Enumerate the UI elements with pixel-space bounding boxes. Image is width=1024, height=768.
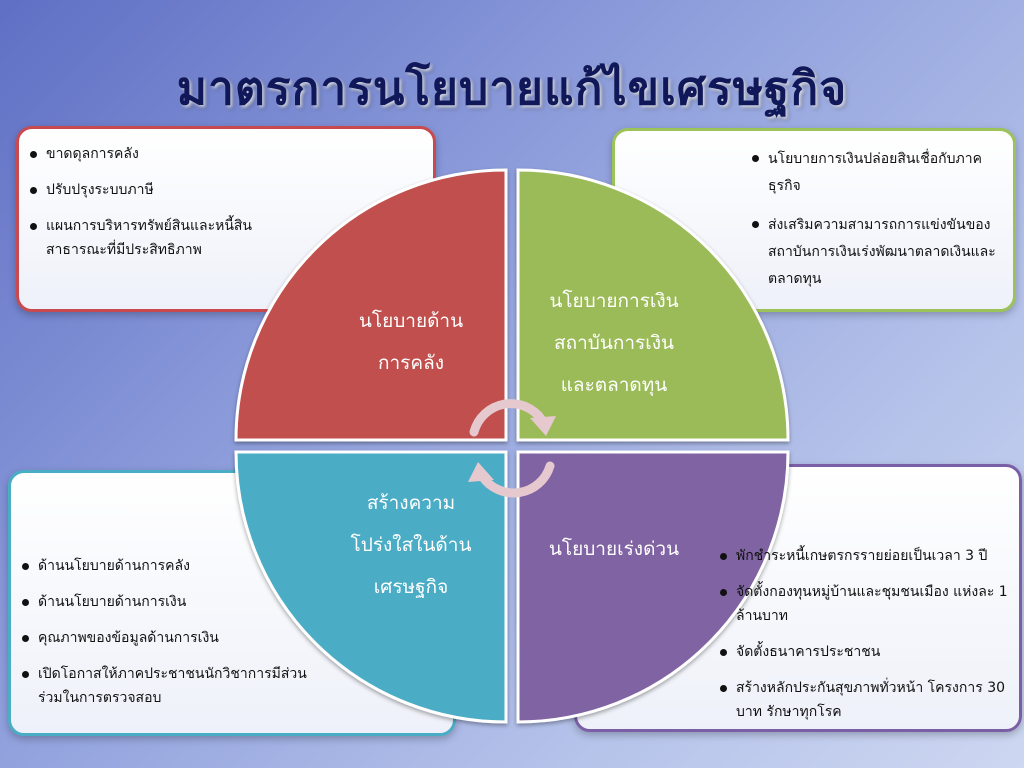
- quadrant-label-urgent: นโยบายเร่งด่วน: [548, 538, 680, 560]
- fiscal-bullet-list: ขาดดุลการคลัง ปรับปรุงระบบภาษี แผนการบริ…: [30, 142, 295, 274]
- bullet-item: ด้านนโยบายด้านการเงิน: [22, 590, 322, 614]
- bullet-item: เปิดโอกาสให้ภาคประชาชนนักวิชาการมีส่วนร่…: [22, 662, 322, 710]
- bullet-item: ขาดดุลการคลัง: [30, 142, 295, 166]
- monetary-bullet-list: นโยบายการเงินปล่อยสินเชื่อกับภาคธุรกิจ ส…: [752, 146, 1007, 305]
- bullet-item: ด้านนโยบายด้านการคลัง: [22, 554, 322, 578]
- bullet-item: แผนการบริหารทรัพย์สินและหนี้สินสาธารณะที…: [30, 214, 295, 262]
- quadrant-transparency: [234, 450, 508, 724]
- quadrant-label-monetary: นโยบายการเงิน สถาบันการเงิน และตลาดทุน: [549, 290, 679, 396]
- cycle-arrowhead-top-icon: [530, 416, 556, 436]
- bullet-item: จัดตั้งกองทุนหมู่บ้านและชุมชนเมือง แห่งล…: [720, 580, 1016, 628]
- quadrant-urgent: [516, 450, 790, 724]
- bullet-item: ส่งเสริมความสามารถการแข่งขันของสถาบันการ…: [752, 212, 1007, 293]
- slide-title: มาตรการนโยบายแก้ไขเศรษฐกิจ: [176, 61, 848, 115]
- bullet-item: นโยบายการเงินปล่อยสินเชื่อกับภาคธุรกิจ: [752, 146, 1007, 200]
- bullet-item: ปรับปรุงระบบภาษี: [30, 178, 295, 202]
- cycle-arrow-top-icon: [469, 399, 547, 437]
- quadrant-monetary: [516, 168, 790, 442]
- quadrant-label-fiscal: นโยบายด้าน การคลัง: [358, 310, 464, 374]
- quadrant-label-transparency: สร้างความ โปร่งใสในด้าน เศรษฐกิจ: [350, 492, 472, 598]
- transparency-bullet-list: ด้านนโยบายด้านการคลัง ด้านนโยบายด้านการเ…: [22, 554, 322, 722]
- urgent-bullet-list: พักชำระหนี้เกษตรกรรายย่อยเป็นเวลา 3 ปี จ…: [720, 544, 1016, 736]
- cycle-arrow-bottom-icon: [477, 461, 555, 498]
- bullet-item: จัดตั้งธนาคารประชาชน: [720, 640, 1016, 664]
- quadrant-fiscal: [234, 168, 508, 442]
- bullet-item: คุณภาพของข้อมูลด้านการเงิน: [22, 626, 322, 650]
- cycle-arrowhead-bottom-icon: [468, 462, 494, 482]
- bullet-item: สร้างหลักประกันสุขภาพทั่วหน้า โครงการ 30…: [720, 676, 1016, 724]
- bullet-item: พักชำระหนี้เกษตรกรรายย่อยเป็นเวลา 3 ปี: [720, 544, 1016, 568]
